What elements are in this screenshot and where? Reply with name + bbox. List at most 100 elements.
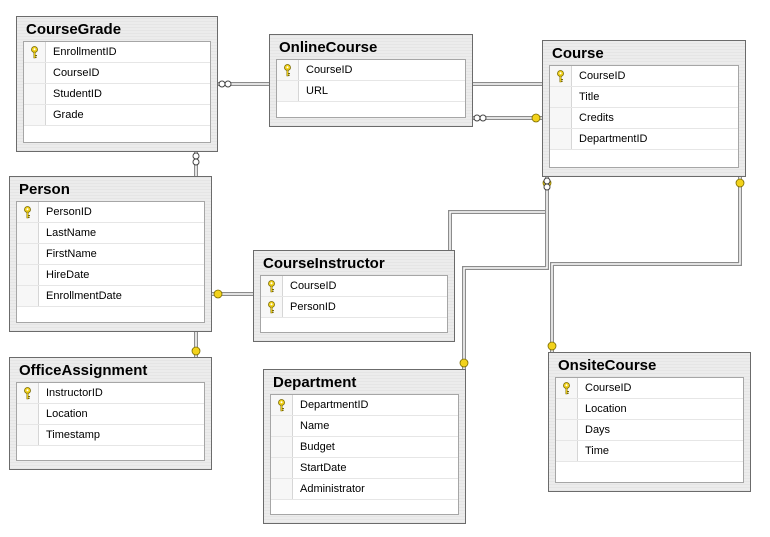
column-row[interactable]: Credits [550,108,738,129]
table-onlinecourse[interactable]: OnlineCourse CourseID URL [269,34,473,127]
column-name: Name [300,420,330,432]
table-onsitecourse[interactable]: OnsiteCourse CourseID Location Days Time [548,352,751,492]
column-name: StartDate [300,462,347,474]
column-row[interactable]: Days [556,420,743,441]
column-row[interactable]: Location [556,399,743,420]
table-title: OnlineCourse [279,39,378,56]
column-row[interactable]: Title [550,87,738,108]
column-list: CourseID URL [276,59,466,118]
primary-key-icon [284,63,291,76]
column-row[interactable]: LastName [17,223,204,244]
table-title: Course [552,45,604,62]
primary-key-icon [278,398,285,411]
column-name: HireDate [46,269,90,281]
column-name: URL [306,85,329,97]
column-name: PersonID [46,206,92,218]
column-row[interactable]: Name [271,416,458,437]
column-row[interactable]: CourseID [277,60,465,81]
table-coursegrade[interactable]: CourseGrade EnrollmentID CourseID Studen… [16,16,218,152]
primary-key-icon [557,69,564,82]
column-name: Grade [53,109,84,121]
column-name: CourseID [585,382,632,394]
column-gutter [277,60,299,80]
column-row[interactable]: Location [17,404,204,425]
column-gutter [271,395,293,415]
column-name: CourseID [579,70,626,82]
column-row[interactable]: InstructorID [17,383,204,404]
primary-key-icon [24,386,31,399]
column-list: DepartmentID Name Budget StartDate Admin… [270,394,459,515]
column-row[interactable]: Administrator [271,479,458,500]
column-gutter [17,404,39,424]
column-row[interactable]: Timestamp [17,425,204,446]
one-end-key-icon [213,289,223,299]
primary-key-icon [24,205,31,218]
column-row[interactable]: DepartmentID [550,129,738,150]
column-gutter [24,84,46,104]
column-row[interactable]: CourseID [261,276,447,297]
column-name: Budget [300,441,335,453]
primary-key-icon [268,279,275,292]
table-title: CourseGrade [26,21,122,38]
table-person[interactable]: Person PersonID LastName FirstName HireD… [9,176,212,332]
column-gutter [24,42,46,62]
table-officeassignment[interactable]: OfficeAssignment InstructorID Location T… [9,357,212,470]
column-row[interactable]: DepartmentID [271,395,458,416]
column-row[interactable]: FirstName [17,244,204,265]
column-gutter [556,441,578,461]
column-gutter [550,66,572,86]
column-row[interactable]: CourseID [550,66,738,87]
column-name: FirstName [46,248,97,260]
primary-key-icon [268,300,275,313]
column-gutter [17,244,39,264]
column-name: Title [579,91,600,103]
column-gutter [556,378,578,398]
table-title: CourseInstructor [263,255,385,272]
column-gutter [17,286,39,306]
column-name: InstructorID [46,387,103,399]
column-row[interactable]: PersonID [17,202,204,223]
one-end-key-icon [459,358,469,368]
column-row[interactable]: EnrollmentID [24,42,210,63]
column-row[interactable]: Time [556,441,743,462]
column-gutter [24,63,46,83]
relationship-course-onsitecourse[interactable] [547,177,745,352]
column-list: EnrollmentID CourseID StudentID Grade [23,41,211,143]
column-gutter [24,105,46,125]
column-row[interactable]: CourseID [556,378,743,399]
column-row[interactable]: HireDate [17,265,204,286]
table-title: Person [19,181,70,198]
column-gutter [271,416,293,436]
column-row[interactable]: Budget [271,437,458,458]
column-gutter [261,276,283,296]
column-gutter [17,425,39,445]
table-courseinstructor[interactable]: CourseInstructor CourseID PersonID [253,250,455,342]
table-department[interactable]: Department DepartmentID Name Budget Star… [263,369,466,524]
table-course[interactable]: Course CourseID Title Credits Department… [542,40,746,177]
column-row[interactable]: EnrollmentDate [17,286,204,307]
column-row[interactable]: URL [277,81,465,102]
column-name: DepartmentID [579,133,648,145]
column-name: EnrollmentDate [46,290,122,302]
many-end-infinity-icon [192,152,200,166]
relationship-course-courseinstructor[interactable] [446,177,552,264]
column-row[interactable]: StartDate [271,458,458,479]
relationship-course-department[interactable] [459,177,551,369]
column-row[interactable]: StudentID [24,84,210,105]
column-gutter [17,265,39,285]
column-row[interactable]: PersonID [261,297,447,318]
column-name: Credits [579,112,614,124]
column-row[interactable]: CourseID [24,63,210,84]
primary-key-icon [31,45,38,58]
column-name: DepartmentID [300,399,369,411]
relationship-course-onlinecourse[interactable] [473,113,542,123]
column-gutter [17,202,39,222]
many-end-infinity-icon [218,80,232,88]
column-name: Timestamp [46,429,100,441]
column-row[interactable]: Grade [24,105,210,126]
column-name: CourseID [290,280,337,292]
column-gutter [550,108,572,128]
column-gutter [261,297,283,317]
one-end-key-icon [547,341,557,351]
